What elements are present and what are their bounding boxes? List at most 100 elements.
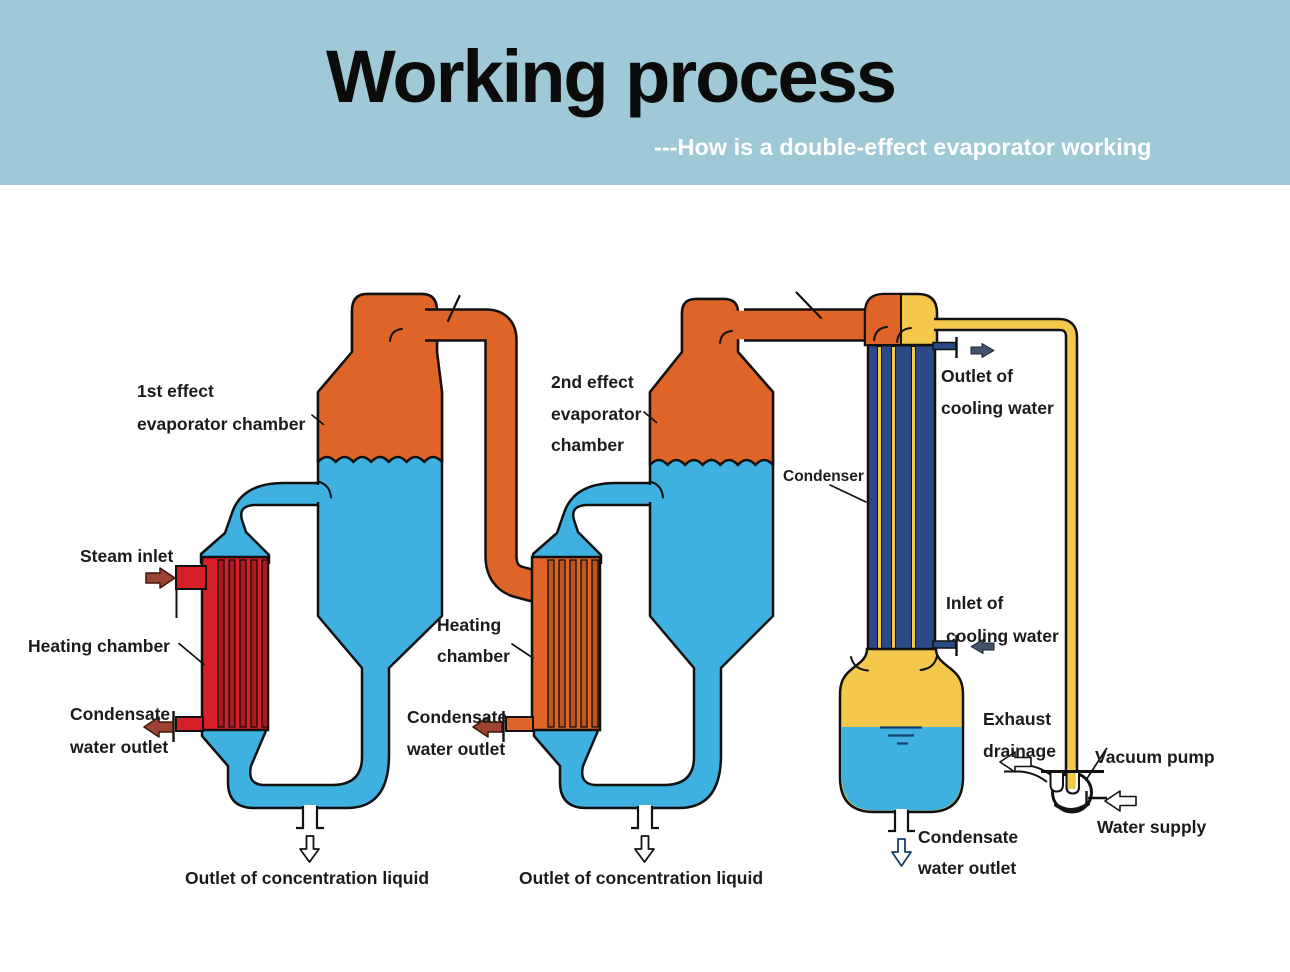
label-leader-lines <box>178 411 1108 781</box>
leader-line <box>178 642 205 666</box>
label-line: evaporator chamber <box>137 413 306 434</box>
label-heating-chamber-2: Heating chamber <box>437 610 510 672</box>
label-vacuum-pump: Vacuum pump <box>1095 747 1215 767</box>
label-line: Inlet of <box>946 593 1004 613</box>
steam-inlet-stub <box>175 565 207 590</box>
condensate-outlet-stub <box>505 716 534 732</box>
page-subtitle: ---How is a double-effect evaporator wor… <box>654 134 1152 160</box>
wall-opening-patch <box>646 485 654 502</box>
stem-walls <box>888 810 915 833</box>
label-line: Heating <box>437 615 502 635</box>
pipe-tick-marks <box>446 291 823 323</box>
label-outlet-concentration-2: Outlet of concentration liquid <box>519 868 764 888</box>
heating-chamber-2 <box>472 555 602 742</box>
wall-opening-patch <box>314 485 322 502</box>
label-line: water outlet <box>407 739 506 759</box>
arc-decoration <box>850 656 869 672</box>
cooling-inlet-arrow-icon <box>970 639 995 654</box>
vacuum-line-pipe <box>926 317 1079 790</box>
heating-chamber-1 <box>143 555 270 742</box>
vacuum-pump <box>999 751 1137 814</box>
water-supply-arrow-icon <box>1104 790 1137 812</box>
vessel-1-drain <box>296 805 324 863</box>
label-heating-chamber-1: Heating chamber <box>28 636 170 656</box>
condensate-flow-arrow-icon <box>472 716 503 738</box>
stem-patch <box>896 809 907 833</box>
arc-decoration <box>318 481 332 499</box>
tick-mark <box>795 291 823 320</box>
pipe-fill <box>926 320 1076 790</box>
label-line: Condensate <box>918 827 1019 847</box>
water-supply-line <box>1085 791 1107 805</box>
label-line: water outlet <box>918 858 1017 878</box>
down-arrow-icon <box>634 835 655 863</box>
label-condensate-tank-outlet: Condensate water outlet <box>918 822 1018 884</box>
tick-mark <box>446 294 461 323</box>
label-water-supply: Water supply <box>1097 817 1207 837</box>
leader-line <box>1085 747 1108 781</box>
label-line: Exhaust <box>983 709 1052 729</box>
pump-base-shade <box>1054 802 1090 812</box>
label-line: Condensate <box>70 704 171 724</box>
stem-walls <box>631 806 659 830</box>
label-line: cooling water <box>941 398 1054 418</box>
leader-line <box>311 414 325 426</box>
condensate-outlet-stub <box>175 716 204 732</box>
arc-decoration <box>650 481 664 499</box>
condensate-flow-arrow-icon <box>143 716 174 738</box>
label-line: Outlet of <box>941 366 1013 386</box>
label-exhaust-drainage: Exhaust drainage <box>983 703 1056 767</box>
down-arrow-icon <box>891 838 912 867</box>
label-condensate-outlet-2: Condensate water outlet <box>407 701 507 765</box>
stem-walls <box>296 806 324 830</box>
label-line: water outlet <box>70 736 169 757</box>
page-title: Working process <box>326 35 897 118</box>
vessel-1-vapor-top <box>316 292 444 464</box>
steam-flow-arrow-icon <box>145 567 176 589</box>
arc-decoration <box>919 655 938 671</box>
label-inlet-cooling-water: Inlet of cooling water <box>946 587 1059 652</box>
down-arrow-icon <box>299 835 320 863</box>
condensate-tank <box>838 647 965 867</box>
exhaust-arrow-icon <box>999 751 1032 773</box>
label-second-effect: 2nd effect evaporator chamber <box>551 367 641 462</box>
tank-water <box>842 727 962 811</box>
pump-port-right-outline <box>1065 770 1080 795</box>
arc-decoration <box>873 326 888 341</box>
label-line: cooling water <box>946 625 1059 646</box>
stem-patch <box>304 805 316 829</box>
label-line: drainage <box>983 741 1056 761</box>
label-condensate-outlet-1: Condensate water outlet <box>70 698 170 763</box>
arc-decoration <box>896 327 912 343</box>
leader-line <box>511 643 534 659</box>
label-line: chamber <box>437 646 510 666</box>
pump-port-left <box>1049 770 1064 793</box>
label-line: 1st effect <box>137 381 214 401</box>
leader-line <box>829 484 867 503</box>
arc-decoration <box>389 328 403 342</box>
cooling-outlet-arrow-icon <box>970 343 995 358</box>
label-condenser: Condenser <box>783 468 864 485</box>
cooling-outlet-stub <box>932 341 957 351</box>
arc-decoration <box>719 330 733 344</box>
label-first-effect: 1st effect evaporator chamber <box>137 375 305 440</box>
chamber-tubes <box>547 559 599 728</box>
stem-patch <box>639 805 651 829</box>
vessel-2-drain <box>631 805 659 863</box>
label-line: Condensate <box>407 707 508 727</box>
condenser-head-vapor-half <box>864 293 902 346</box>
label-line: evaporator <box>551 403 642 424</box>
vapor-pipe-1 <box>416 308 546 603</box>
pipe-fill <box>416 310 546 602</box>
vessel-2-vapor-top <box>648 297 775 467</box>
label-outlet-cooling-water: Outlet of cooling water <box>941 360 1054 424</box>
label-line: 2nd effect <box>551 372 634 392</box>
chamber-tubes <box>217 559 269 728</box>
water-level-marks <box>880 726 922 745</box>
chamber-body <box>530 555 602 732</box>
decoration-arcs <box>318 326 938 672</box>
header-band: Working process ---How is a double-effec… <box>0 0 1290 185</box>
label-line: chamber <box>551 435 624 455</box>
